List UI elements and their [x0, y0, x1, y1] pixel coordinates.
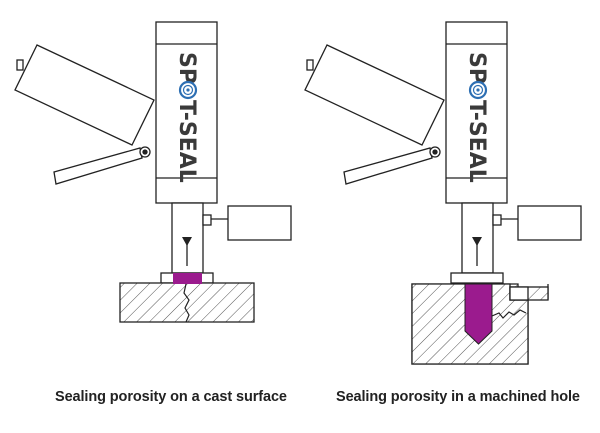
- sealant-cartridge-2: [304, 44, 445, 146]
- machined-hole-assembly: SP T-SEAL: [304, 21, 582, 365]
- side-valve: [202, 214, 212, 226]
- brand-prefix-2: SP: [464, 52, 489, 84]
- brand-suffix: T-SEAL: [174, 100, 199, 183]
- porosity-crack-2: [491, 309, 527, 319]
- seal-foot-2: [450, 272, 504, 284]
- needle-icon: [472, 237, 482, 266]
- spot-seal-logo-2: SP T-SEAL: [464, 52, 489, 183]
- sealant-fill-hole: [464, 283, 493, 345]
- side-actuator-2: [517, 205, 582, 241]
- side-actuator: [227, 205, 292, 241]
- needle-icon: [182, 237, 192, 266]
- spot-seal-logo: SP T-SEAL: [174, 52, 199, 183]
- cast-surface-assembly: SP T-SEAL: [14, 21, 292, 323]
- trigger-lever: [53, 146, 151, 185]
- trigger-lever-2: [343, 146, 441, 185]
- caption-machined-hole: Sealing porosity in a machined hole: [336, 389, 580, 405]
- dispenser-body: [155, 21, 218, 204]
- sealant-cartridge: [14, 44, 155, 146]
- gear-o-icon: [178, 80, 198, 100]
- side-valve-2: [492, 214, 502, 226]
- brand-prefix: SP: [174, 52, 199, 84]
- dispenser-body-2: [445, 21, 508, 204]
- gear-o-icon: [468, 80, 488, 100]
- porosity-crack: [183, 283, 190, 323]
- cast-part: [119, 282, 255, 323]
- caption-cast-surface: Sealing porosity on a cast surface: [55, 389, 287, 405]
- sealant-fill: [173, 273, 202, 284]
- brand-suffix-2: T-SEAL: [464, 100, 489, 183]
